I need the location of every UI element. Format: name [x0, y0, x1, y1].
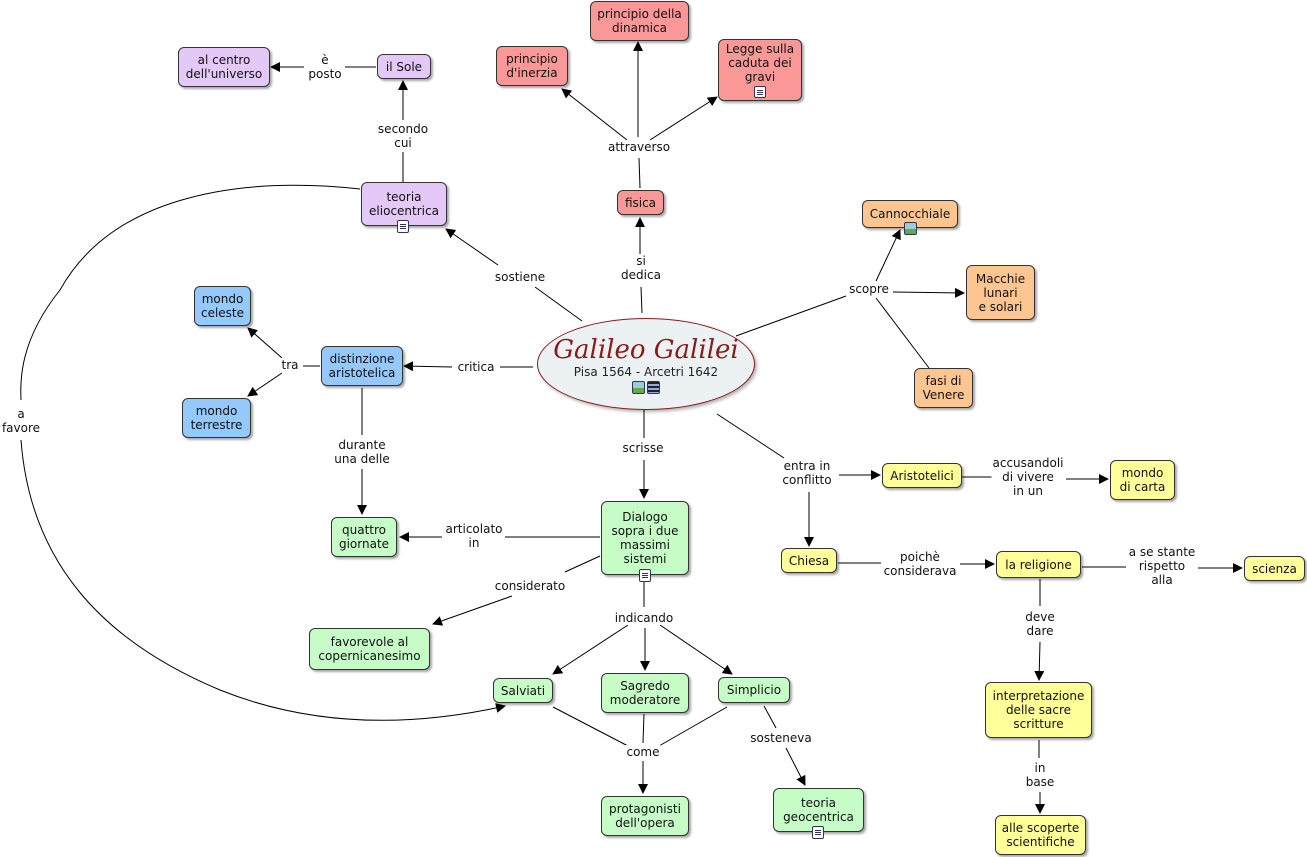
video-icon[interactable] [647, 380, 660, 394]
document-icon[interactable] [754, 86, 766, 98]
document-icon[interactable] [397, 220, 409, 233]
node-fisica[interactable]: fisica [617, 190, 664, 215]
root-subtitle: Pisa 1564 - Arcetri 1642 [573, 364, 719, 379]
root-title: Galileo Galilei [553, 334, 739, 365]
node-legge-caduta[interactable]: Legge sulla caduta dei gravi [718, 39, 802, 101]
link-label-secondo-cui: secondo cui [376, 122, 430, 150]
node-scienza[interactable]: scienza [1244, 556, 1305, 581]
document-icon[interactable] [812, 826, 824, 839]
link-label-si-dedica: si dedica [620, 254, 662, 282]
link-label-sosteneva: sosteneva [749, 731, 813, 745]
link-label-critica: critica [456, 360, 496, 374]
link-label-considerato: considerato [493, 579, 567, 593]
node-cannocchiale[interactable]: Cannocchiale [862, 200, 958, 235]
node-mondo-carta[interactable]: mondo di carta [1110, 460, 1175, 500]
link-label-attraverso: attraverso [606, 140, 672, 154]
node-aristotelici[interactable]: Aristotelici [882, 463, 962, 488]
link-label-a-favore: a favore [0, 407, 42, 435]
link-label-durante: durante una delle [333, 438, 391, 466]
link-label-e-posto: è posto [307, 53, 343, 81]
node-protagonisti[interactable]: protagonisti dell'opera [601, 796, 689, 836]
link-label-entra-conflitto: entra in conflitto [781, 459, 833, 487]
node-macchie-lunari[interactable]: Macchie lunari e solari [966, 265, 1035, 320]
link-label-a-se-stante: a se stante rispetto alla [1127, 545, 1197, 587]
link-label-poiche: poichè considerava [882, 550, 958, 578]
node-salviati[interactable]: Salviati [493, 678, 553, 703]
link-label-indicando: indicando [613, 611, 675, 625]
link-label-in-base: in base [1024, 761, 1056, 789]
node-interpretazione[interactable]: interpretazione delle sacre scritture [985, 682, 1092, 738]
node-dialogo[interactable]: Dialogo sopra i due massimi sistemi [601, 501, 689, 582]
node-mondo-terrestre[interactable]: mondo terrestre [182, 398, 251, 438]
node-favorevole[interactable]: favorevole al copernicanesimo [309, 628, 430, 670]
node-la-religione[interactable]: la religione [996, 551, 1081, 578]
document-icon[interactable] [639, 569, 651, 582]
node-distinzione-aristotelica[interactable]: distinzione aristotelica [321, 346, 403, 386]
node-principio-inerzia[interactable]: principio d'inerzia [496, 46, 568, 86]
root-node-galileo[interactable]: Galileo Galilei Pisa 1564 - Arcetri 1642 [537, 318, 755, 410]
link-label-tra: tra [280, 358, 300, 372]
node-principio-dinamica[interactable]: principio della dinamica [590, 1, 689, 41]
node-scoperte-scientifiche[interactable]: alle scoperte scientifiche [995, 815, 1086, 855]
node-mondo-celeste[interactable]: mondo celeste [194, 286, 251, 326]
link-label-scrisse: scrisse [621, 441, 665, 455]
node-chiesa[interactable]: Chiesa [781, 548, 837, 573]
link-label-deve-dare: deve dare [1024, 610, 1056, 638]
link-label-accusandoli: accusandoli di vivere in un [991, 456, 1065, 498]
image-icon[interactable] [904, 222, 917, 235]
node-quattro-giornate[interactable]: quattro giornate [331, 517, 397, 557]
link-label-come: come [625, 745, 661, 759]
node-teoria-geocentrica[interactable]: teoria geocentrica [773, 788, 864, 839]
image-icon[interactable] [632, 380, 645, 394]
node-al-centro[interactable]: al centro dell'universo [178, 47, 270, 87]
node-simplicio[interactable]: Simplicio [718, 677, 790, 703]
node-fasi-venere[interactable]: fasi di Venere [914, 368, 973, 408]
link-label-articolato: articolato in [444, 522, 504, 550]
link-label-sostiene: sostiene [493, 270, 547, 284]
node-sagredo[interactable]: Sagredo moderatore [601, 673, 689, 713]
node-il-sole[interactable]: il Sole [377, 54, 431, 79]
link-label-scopre: scopre [848, 282, 890, 296]
node-teoria-eliocentrica[interactable]: teoria eliocentrica [361, 182, 447, 233]
